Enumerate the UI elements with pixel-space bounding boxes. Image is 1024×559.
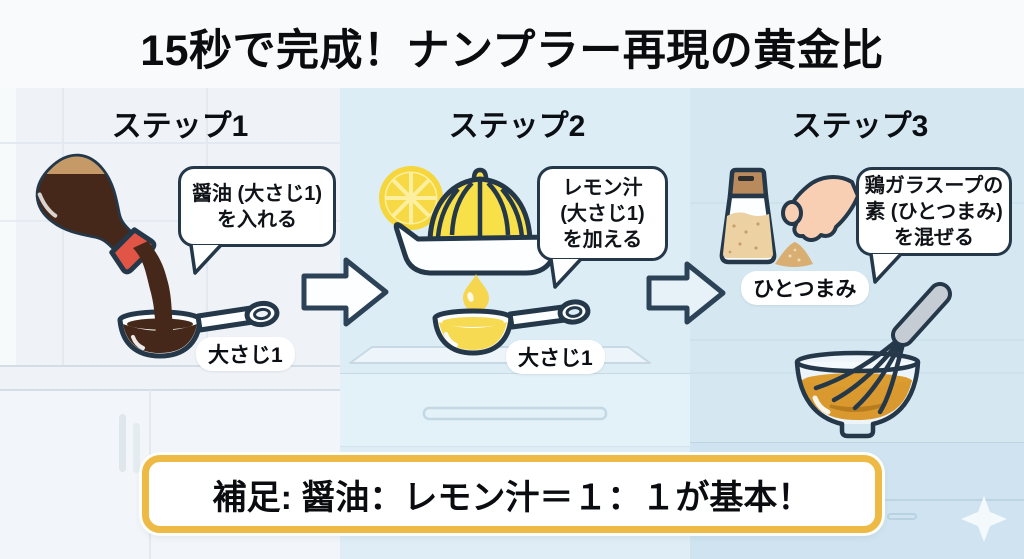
step2-header: ステップ2 (448, 110, 586, 143)
right-arrow-icon (301, 257, 389, 327)
bowl-outline (794, 350, 921, 439)
drawer-handle (887, 513, 917, 520)
bubble-line: 素 (ひとつまみ) (865, 200, 1003, 223)
step2-amount-label: 大さじ1 (506, 340, 605, 374)
cabinet-handle (133, 423, 140, 473)
sparkle-icon (961, 496, 1007, 542)
step3-header: ステップ3 (791, 110, 929, 143)
step3-speech-bubble: 鶏ガラスープの 素 (ひとつまみ) を混ぜる (856, 167, 1012, 256)
bubble-line: レモン汁 (562, 176, 643, 199)
cabinet-handle (119, 414, 126, 472)
lemon-drop-icon (463, 274, 489, 312)
powder-pile-icon (775, 242, 813, 267)
step2-speech-bubble: レモン汁 (大さじ1) を加える (537, 166, 668, 261)
soy-sauce-bottle-icon (25, 153, 280, 359)
drawer-handle (422, 406, 608, 421)
bubble-line: 鶏ガラスープの (864, 174, 1004, 197)
step3-amount-label: ひとつまみ (741, 271, 869, 305)
step1-speech-bubble: 醤油 (大さじ1) を入れる (178, 166, 336, 247)
footer-note-text: 補足: 醤油：レモン汁＝１：１が基本！ (212, 478, 812, 517)
tablespoon-icon (432, 299, 591, 356)
speech-bubble-tail-icon (189, 243, 223, 275)
pinching-hand-icon (781, 175, 860, 242)
citrus-juicer-icon (393, 167, 562, 276)
step1-header: ステップ1 (111, 110, 249, 143)
speech-bubble-tail-icon (549, 257, 583, 289)
page-title: 15秒で完成！ナンプラー再現の黄金比 (140, 27, 884, 75)
pour-stream (133, 241, 174, 337)
whisk-and-bowl-icon (794, 282, 952, 439)
stock-powder-shaker-icon (719, 167, 860, 267)
bubble-line: 醤油 (大さじ1) (192, 182, 322, 205)
bubble-line: を入れる (217, 208, 297, 231)
footer-note-banner: 補足: 醤油：レモン汁＝１：１が基本！ (142, 455, 882, 533)
shaker-body (719, 167, 777, 265)
speech-bubble-tail-icon (869, 252, 903, 284)
lemon-slice-icon (379, 166, 443, 230)
step1-amount-label: 大さじ1 (196, 337, 295, 371)
tablespoon-icon (117, 241, 280, 359)
whisk-icon (813, 282, 952, 415)
bubble-line: を混ぜる (894, 226, 974, 249)
bubble-line: (大さじ1) (560, 202, 645, 225)
lemon-juicer-icon (379, 166, 591, 356)
right-arrow-icon (646, 261, 726, 325)
bubble-line: を加える (562, 228, 643, 251)
